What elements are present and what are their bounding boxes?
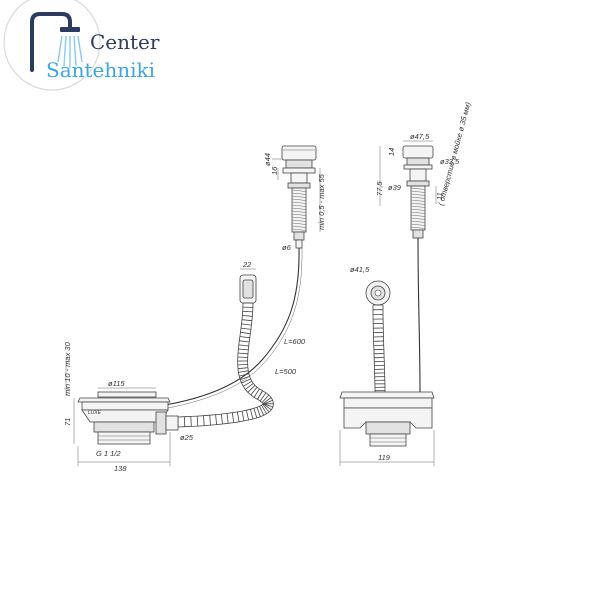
control-cable-right <box>417 237 421 393</box>
dim-h11: 11 <box>435 192 444 200</box>
dim-d115: ø115 <box>108 379 125 388</box>
dim-range-sink: min 10 - max 30 <box>63 341 72 396</box>
dim-d47-5: ø47,5 <box>410 132 430 141</box>
logo-ring <box>3 0 101 91</box>
overflow-hose-right <box>372 304 386 395</box>
push-button-head <box>281 145 317 249</box>
overflow-hose <box>177 302 274 428</box>
dim-h71: 71 <box>63 418 72 426</box>
drain-body: LUXE <box>77 391 179 445</box>
right-view: ø47,5 14 ø33,5 ( отверстие в мойке ø 35 … <box>339 101 473 466</box>
dim-h14: 14 <box>387 148 396 156</box>
dim-d44: ø44 <box>263 153 272 166</box>
dim-w119: 119 <box>378 453 391 462</box>
brand-logo: Center Santehniki <box>3 0 160 91</box>
dim-d39: ø39 <box>388 183 402 192</box>
logo-line1: Center <box>90 30 160 54</box>
overflow-head <box>239 274 257 304</box>
hole-note: ( отверстие в мойке ø 35 мм) <box>436 101 472 207</box>
dim-d6: ø6 <box>282 243 292 252</box>
logo-line2: Santehniki <box>46 58 155 82</box>
left-view: ø44 16 min 0,5 - max 55 ø6 22 L=600 L=50… <box>63 145 326 473</box>
dim-h16: 16 <box>270 166 279 175</box>
dim-g112: G 1 1/2 <box>96 449 121 458</box>
drain-body-right <box>339 391 435 447</box>
dim-w22: 22 <box>242 260 252 269</box>
dim-h77-5: 77,5 <box>375 181 384 196</box>
dim-d25: ø25 <box>180 433 194 442</box>
overflow-head-right <box>365 280 391 306</box>
dim-d41-5: ø41,5 <box>350 265 370 274</box>
dim-range-rod: min 0,5 - max 55 <box>317 173 326 230</box>
dim-w138: 138 <box>114 464 127 473</box>
dim-d33-5: ø33,5 <box>440 157 460 166</box>
dim-l500: L=500 <box>275 367 297 376</box>
brand-mark: LUXE <box>88 410 102 416</box>
control-cable <box>164 247 300 406</box>
dim-l600: L=600 <box>284 337 306 346</box>
push-button-head-right <box>402 145 434 239</box>
shower-icon <box>30 12 83 72</box>
